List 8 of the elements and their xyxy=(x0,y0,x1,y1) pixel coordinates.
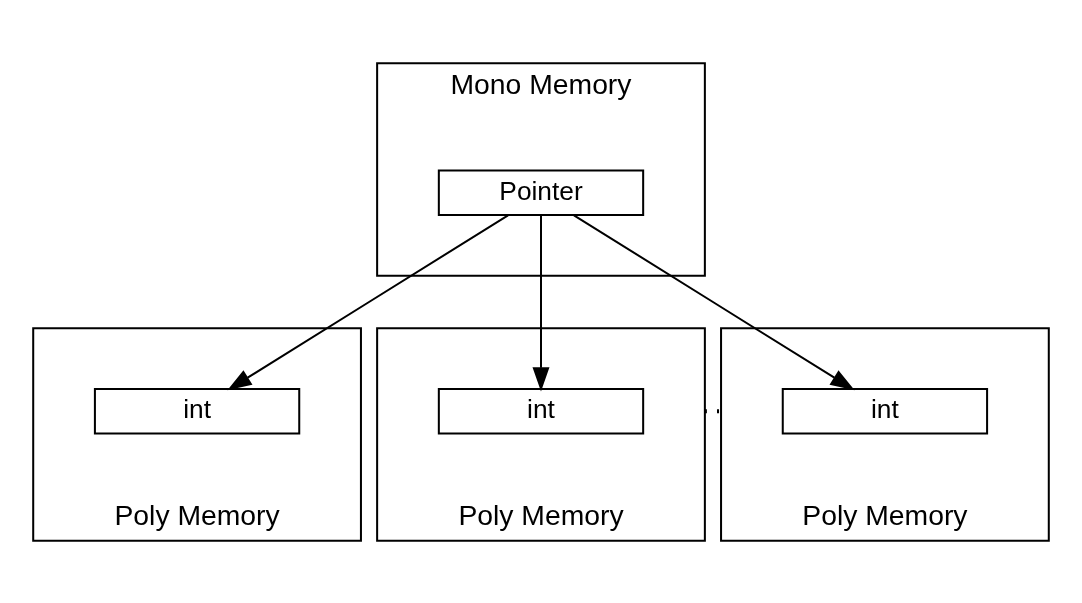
node-box: int xyxy=(93,387,301,434)
node-box: int xyxy=(437,387,645,434)
arrow xyxy=(227,213,509,390)
arrow xyxy=(532,214,550,391)
node-box: Pointer xyxy=(437,169,645,216)
connector xyxy=(704,408,722,413)
node-box: int xyxy=(781,387,989,434)
arrow xyxy=(573,213,855,390)
